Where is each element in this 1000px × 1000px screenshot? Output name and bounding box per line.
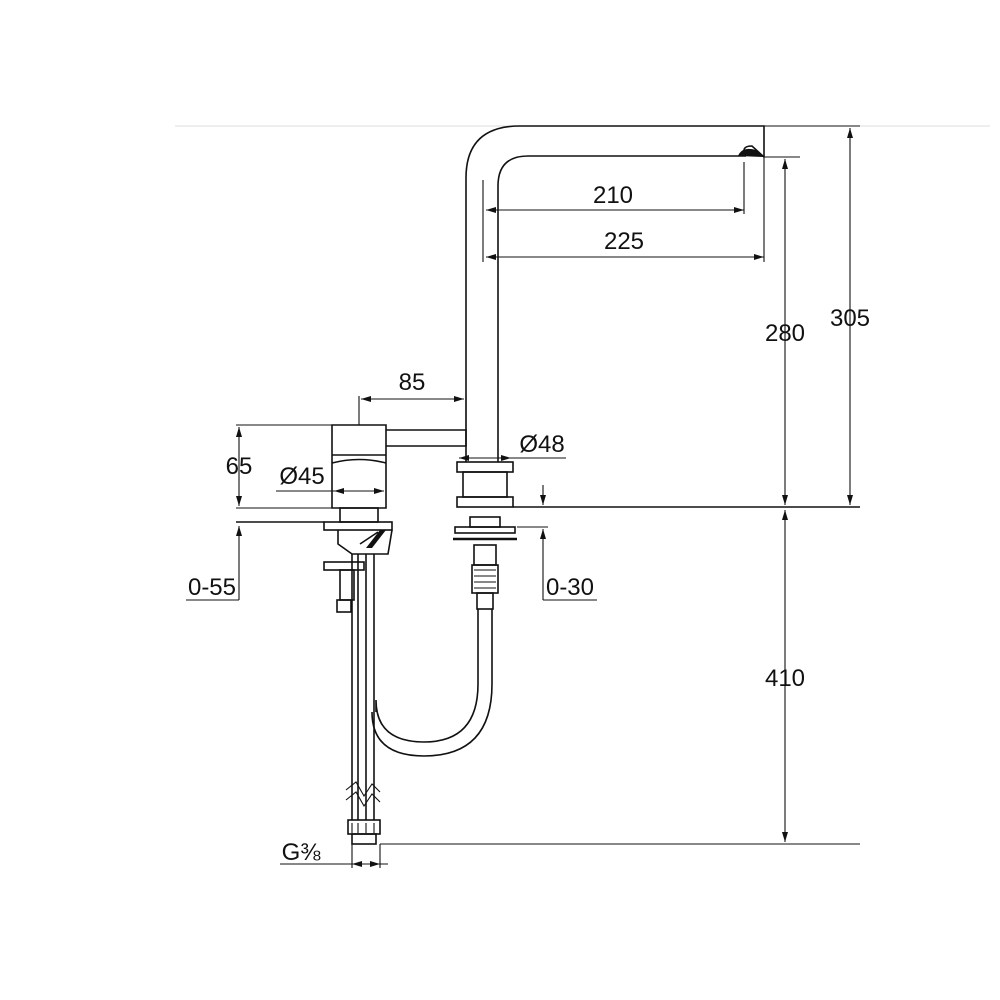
label-225: 225 — [604, 228, 644, 255]
label-280: 280 — [765, 320, 805, 347]
dimension-spout-deck-thickness: 0-30 — [517, 485, 597, 601]
spout — [465, 125, 765, 462]
label-210: 210 — [593, 182, 633, 209]
dimension-handle-diameter: Ø45 — [276, 463, 384, 494]
label-0-55: 0-55 — [188, 574, 236, 601]
label-diameter-45: Ø45 — [279, 463, 324, 490]
dimension-handle-height: 65 — [226, 427, 253, 506]
dimension-spout-base-diameter: Ø48 — [459, 431, 566, 461]
dimension-spout-reach-nozzle: 210 — [486, 162, 745, 214]
dimension-thread-size: G⅜ — [280, 839, 388, 868]
dimension-handle-deck-thickness: 0-55 — [186, 526, 242, 601]
dimension-connection-length: 410 — [380, 510, 860, 845]
label-thread-g38: G⅜ — [282, 839, 322, 866]
label-0-30: 0-30 — [546, 574, 594, 601]
label-65: 65 — [226, 453, 253, 480]
label-410: 410 — [765, 665, 805, 692]
spout-base — [371, 461, 517, 757]
mixer-body — [323, 424, 467, 845]
label-85: 85 — [399, 369, 426, 396]
dimension-lever-length: 85 — [358, 369, 467, 430]
dimension-spout-height-nozzle: 280 — [764, 156, 805, 505]
label-305: 305 — [830, 305, 870, 332]
dimension-spout-height-total: 305 — [764, 125, 870, 505]
label-diameter-48: Ø48 — [519, 431, 564, 458]
dimension-spout-reach-total: 225 — [486, 157, 765, 262]
